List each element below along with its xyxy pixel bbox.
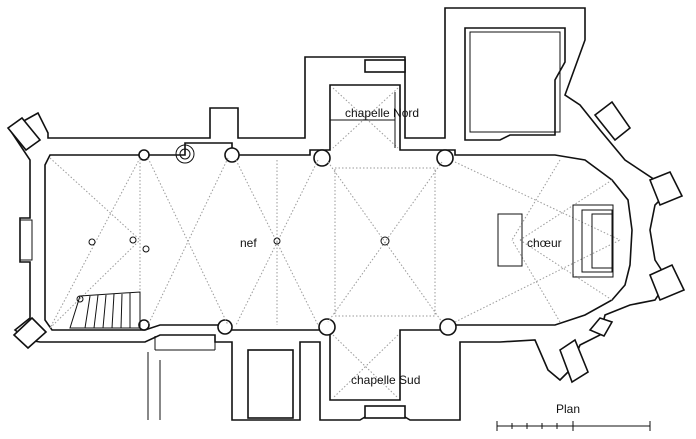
buttress-nw	[6, 116, 42, 152]
pier	[436, 149, 454, 167]
buttress-sw	[12, 316, 48, 350]
pier	[313, 149, 331, 167]
piers	[138, 144, 457, 336]
vault-boss	[142, 245, 150, 253]
pier	[138, 319, 150, 331]
altar-steps	[572, 204, 614, 278]
pier	[217, 319, 233, 335]
pier	[224, 147, 240, 163]
south-chapel-window	[364, 405, 406, 419]
north-annex-room	[469, 31, 561, 133]
south-annex-room	[247, 349, 294, 419]
north-chapel-window	[364, 59, 406, 73]
scale-bar-title: Plan	[556, 402, 580, 416]
stair-turret-core	[179, 148, 191, 160]
north-annex	[464, 27, 566, 141]
buttress-ne	[593, 100, 632, 142]
stair	[69, 291, 141, 329]
vault-lines	[49, 87, 621, 399]
vault-boss	[129, 236, 137, 244]
labels: chapelle Nord nef chœur chapelle Sud Pla…	[240, 106, 580, 416]
outer-walls	[8, 7, 669, 421]
label-choeur: chœur	[527, 236, 562, 250]
lectern	[497, 213, 523, 267]
pier	[439, 318, 457, 336]
altar	[591, 213, 613, 269]
buttress-se	[559, 338, 589, 384]
label-chapelle-sud: chapelle Sud	[351, 373, 420, 387]
buttresses	[6, 100, 686, 384]
pier	[318, 318, 336, 336]
buttress-e1	[648, 170, 684, 207]
scale-bar	[496, 421, 651, 431]
label-nef: nef	[240, 236, 257, 250]
vault-boss	[380, 236, 390, 246]
stair-hatching	[84, 293, 131, 329]
west-doorway	[19, 219, 33, 261]
north-chapel-screen	[330, 92, 396, 148]
vault-boss	[88, 238, 96, 246]
pier	[138, 149, 150, 161]
label-chapelle-nord: chapelle Nord	[345, 106, 419, 120]
buttress-e2	[648, 263, 686, 302]
stair-turret	[175, 144, 195, 164]
details	[19, 59, 614, 420]
buttress-se2	[588, 317, 614, 338]
vault-boss	[273, 237, 281, 245]
south-porch	[147, 352, 161, 420]
